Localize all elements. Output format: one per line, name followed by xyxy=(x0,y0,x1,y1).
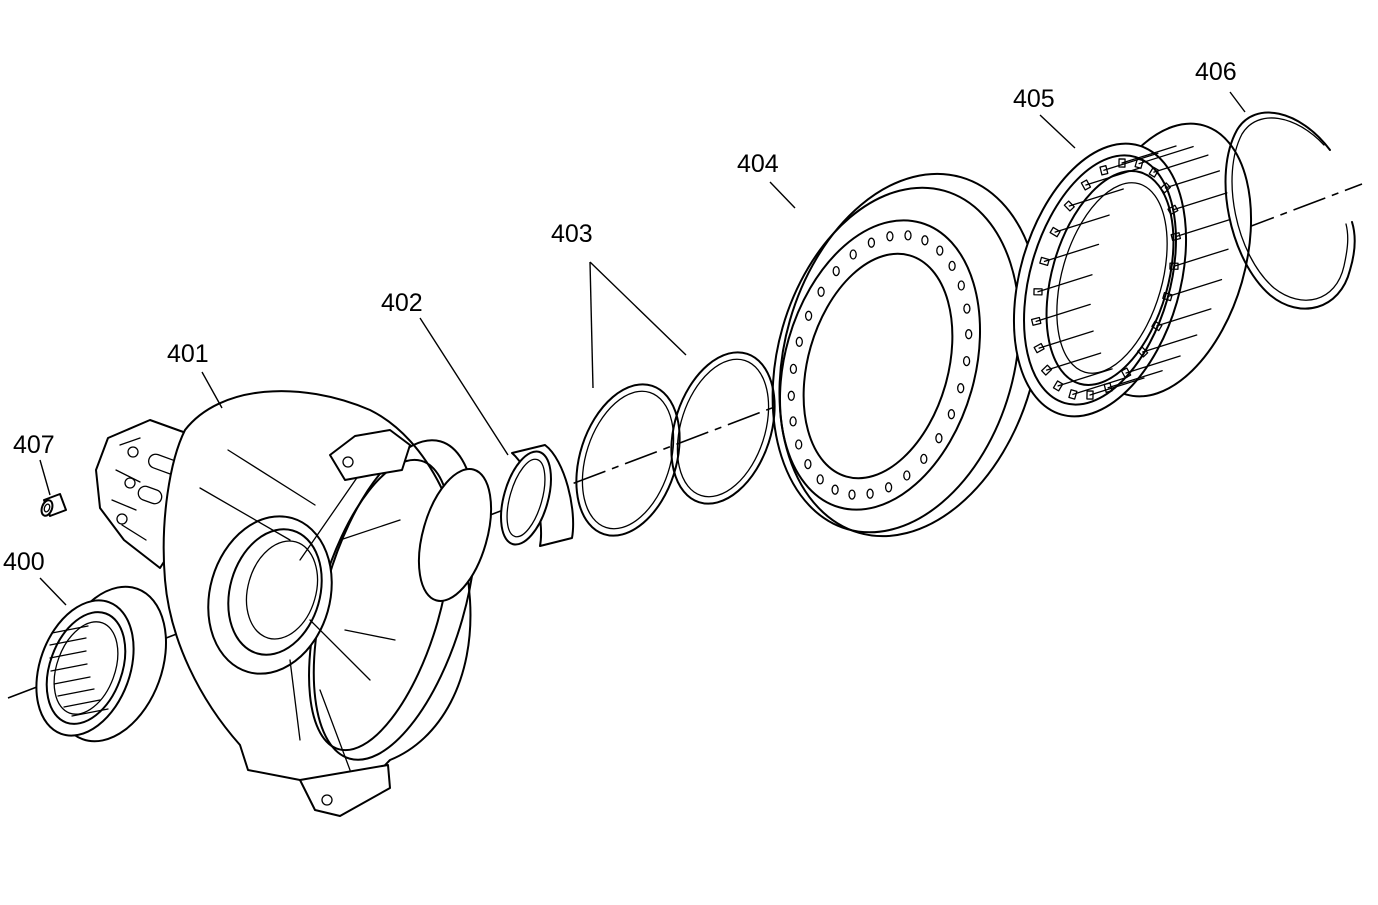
roller xyxy=(1176,220,1230,237)
bolt-hole xyxy=(805,460,811,469)
callout-403: 403 xyxy=(551,220,593,248)
roller xyxy=(1047,353,1101,370)
bolt-hole xyxy=(921,454,927,463)
cage-window xyxy=(1034,344,1044,353)
cage-window xyxy=(1032,318,1041,326)
roller xyxy=(1045,244,1099,261)
cage-window xyxy=(1050,227,1060,236)
bolt-hole xyxy=(904,471,910,480)
roller xyxy=(1154,155,1208,172)
bolt-hole xyxy=(849,490,855,499)
roller xyxy=(1126,356,1180,373)
bolt-hole xyxy=(868,238,874,247)
roller xyxy=(1173,193,1227,210)
bolt-hole xyxy=(948,410,954,419)
roller xyxy=(1038,275,1092,292)
bolt-hole xyxy=(964,304,970,313)
cage-window xyxy=(1064,201,1074,211)
bolt-hole xyxy=(936,434,942,443)
bolt-hole xyxy=(958,384,964,393)
bolt-hole xyxy=(817,475,823,484)
roller xyxy=(1174,249,1228,266)
bolt-hole xyxy=(949,261,955,270)
bolt-hole xyxy=(867,489,873,498)
bolt-hole xyxy=(833,267,839,276)
callout-401: 401 xyxy=(167,340,209,368)
bolt-hole xyxy=(937,246,943,255)
part-405-roller-bearing xyxy=(985,103,1281,436)
cage-window xyxy=(1168,205,1178,214)
cage-window xyxy=(1034,289,1042,295)
part-407-bushing xyxy=(40,494,66,517)
roller xyxy=(1165,171,1219,188)
bolt-hole xyxy=(796,440,802,449)
part-402-sleeve xyxy=(492,445,574,550)
part-400-needle-bearing xyxy=(19,571,186,757)
roller xyxy=(1104,153,1158,170)
roller xyxy=(1108,371,1162,388)
cage-window xyxy=(1053,381,1062,391)
cage-window xyxy=(1149,167,1158,177)
roller xyxy=(1122,146,1176,163)
cage-window xyxy=(1163,293,1172,301)
roller xyxy=(1143,335,1197,352)
cage-window xyxy=(1069,390,1077,399)
bolt-hole xyxy=(887,232,893,241)
roller xyxy=(1069,189,1123,206)
callout-406: 406 xyxy=(1195,58,1237,86)
bolt-hole xyxy=(966,330,972,339)
cage-window xyxy=(1087,391,1093,399)
cage-window xyxy=(1122,368,1131,378)
bolt-hole xyxy=(806,311,812,320)
bolt-hole xyxy=(886,483,892,492)
part-404-ring-gear xyxy=(734,143,1081,568)
callout-400: 400 xyxy=(3,548,45,576)
callout-402: 402 xyxy=(381,289,423,317)
cage-window xyxy=(1081,180,1090,190)
cage-window xyxy=(1042,365,1052,375)
part-403-ring-b xyxy=(653,339,793,517)
bolt-hole xyxy=(922,236,928,245)
part-401-housing xyxy=(96,391,508,816)
roller xyxy=(1168,280,1222,297)
roller xyxy=(1039,331,1093,348)
callout-405: 405 xyxy=(1013,85,1055,113)
callout-404: 404 xyxy=(737,150,779,178)
roller xyxy=(1058,369,1112,386)
cage-window xyxy=(1100,166,1108,175)
bolt-hole xyxy=(905,231,911,240)
cage-window xyxy=(1138,347,1148,357)
cage-window xyxy=(1152,321,1162,330)
bolt-hole xyxy=(818,287,824,296)
roller xyxy=(1157,309,1211,326)
cage-window xyxy=(1160,183,1170,193)
roller xyxy=(1086,168,1140,185)
cage-window xyxy=(1170,263,1178,269)
roller xyxy=(1090,378,1144,395)
bolt-hole xyxy=(832,485,838,494)
callout-407: 407 xyxy=(13,431,55,459)
roller xyxy=(1139,147,1193,164)
bolt-hole xyxy=(788,391,794,400)
roller xyxy=(1036,304,1090,321)
bolt-hole xyxy=(958,281,964,290)
cage-window xyxy=(1135,159,1143,168)
cage-window xyxy=(1040,257,1049,265)
bolt-hole xyxy=(790,417,796,426)
bolt-hole xyxy=(796,337,802,346)
bolt-hole xyxy=(964,357,970,366)
roller xyxy=(1073,377,1127,394)
part-403-ring-a xyxy=(558,371,698,549)
part-406-snap-ring xyxy=(1226,113,1355,309)
roller xyxy=(1055,215,1109,232)
cage-window xyxy=(1171,233,1180,241)
leader-lines xyxy=(40,92,1245,605)
bolt-hole xyxy=(850,250,856,259)
bolt-hole xyxy=(790,364,796,373)
cage-window xyxy=(1119,159,1125,167)
